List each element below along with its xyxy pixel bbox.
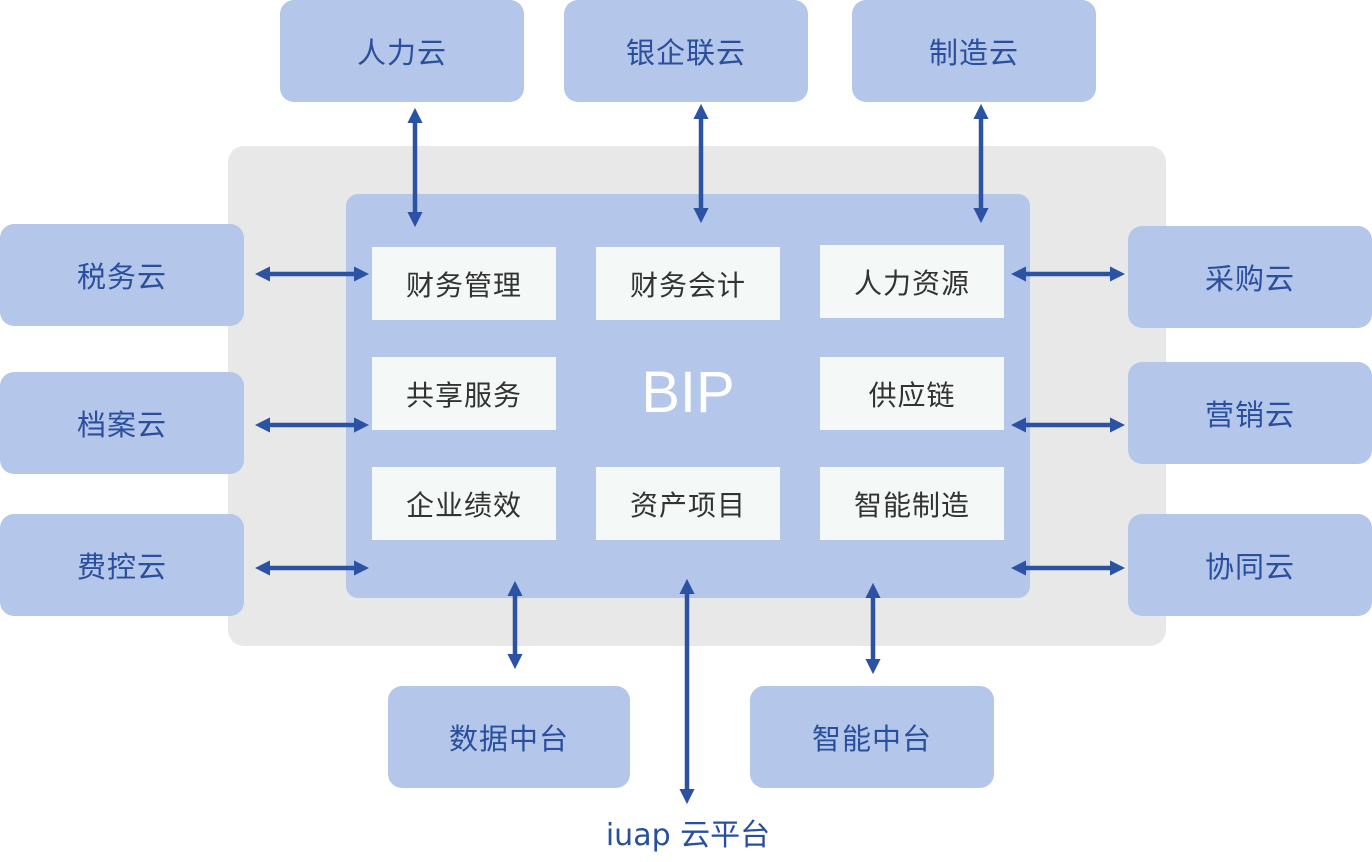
- cloud-collaboration: 协同云: [1128, 514, 1372, 616]
- cloud-bank-enterprise: 银企联云: [564, 0, 808, 102]
- cloud-data-middle-platform: 数据中台: [388, 686, 630, 788]
- cloud-manufacturing: 制造云: [852, 0, 1096, 102]
- cloud-hr: 人力云: [280, 0, 524, 102]
- module-financial-management: 财务管理: [372, 247, 556, 320]
- module-human-resources: 人力资源: [820, 245, 1004, 318]
- module-smart-manufacturing: 智能制造: [820, 467, 1004, 540]
- cloud-marketing: 营销云: [1128, 362, 1372, 464]
- cloud-ai-middle-platform: 智能中台: [750, 686, 994, 788]
- iuap-platform-label: iuap 云平台: [605, 818, 771, 853]
- module-shared-services: 共享服务: [372, 357, 556, 430]
- cloud-expense-control: 费控云: [0, 514, 244, 616]
- module-enterprise-performance: 企业绩效: [372, 467, 556, 540]
- module-supply-chain: 供应链: [820, 357, 1004, 430]
- bip-title: BIP: [641, 359, 735, 425]
- cloud-tax: 税务云: [0, 224, 244, 326]
- module-asset-projects: 资产项目: [596, 467, 780, 540]
- module-financial-accounting: 财务会计: [596, 247, 780, 320]
- cloud-archive: 档案云: [0, 372, 244, 474]
- cloud-procurement: 采购云: [1128, 226, 1372, 328]
